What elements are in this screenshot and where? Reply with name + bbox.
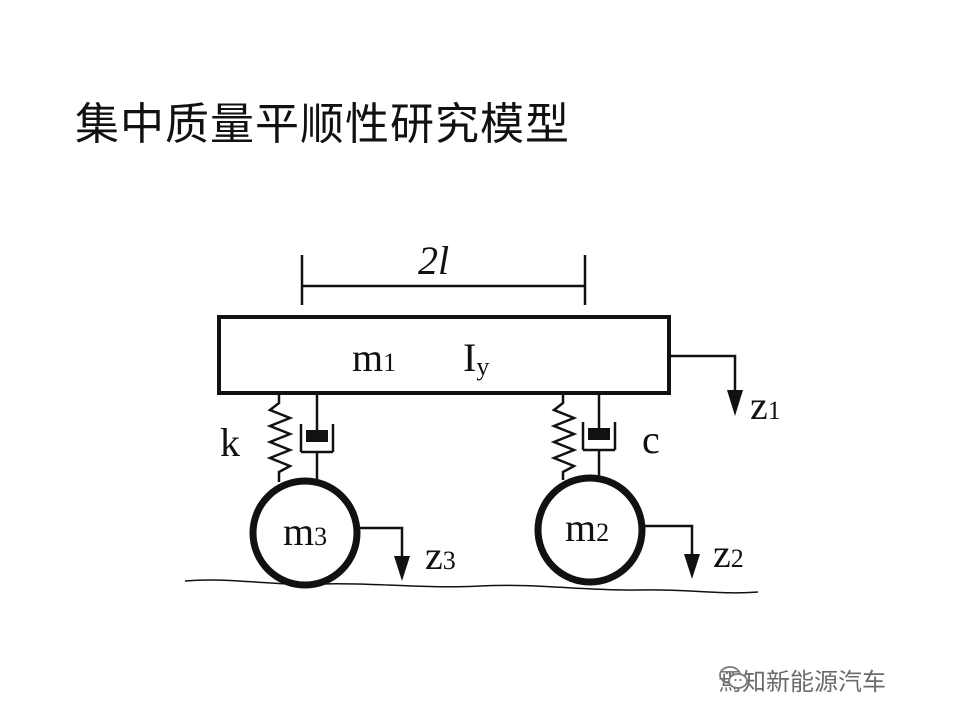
watermark: 焉知新能源汽车	[718, 662, 886, 696]
page-title: 集中质量平顺性研究模型	[75, 99, 570, 150]
road-surface	[184, 579, 759, 594]
damper-label: c	[642, 417, 660, 462]
z2-arrow	[642, 524, 700, 579]
z2-label: z2	[713, 531, 744, 576]
z3-label: z3	[425, 533, 456, 578]
front-suspension	[550, 393, 617, 480]
z1-label: z1	[750, 383, 781, 428]
rear-spring	[266, 393, 294, 482]
body-mass-label: m1	[352, 335, 396, 380]
front-wheel	[534, 474, 646, 586]
front-spring	[550, 393, 578, 480]
inertia-label: Iy	[463, 335, 489, 381]
z1-arrow	[669, 354, 743, 416]
rear-suspension	[266, 393, 335, 483]
vehicle-body	[217, 315, 671, 395]
wechat-icon	[719, 666, 748, 689]
spring-label: k	[220, 420, 240, 465]
front-wheel-mass-label: m2	[565, 505, 609, 550]
dimension-label: 2l	[418, 238, 449, 283]
rear-wheel	[249, 477, 361, 589]
dimension-2l	[300, 255, 587, 305]
z3-arrow	[357, 526, 410, 581]
rear-wheel-mass-label: m3	[283, 509, 327, 554]
